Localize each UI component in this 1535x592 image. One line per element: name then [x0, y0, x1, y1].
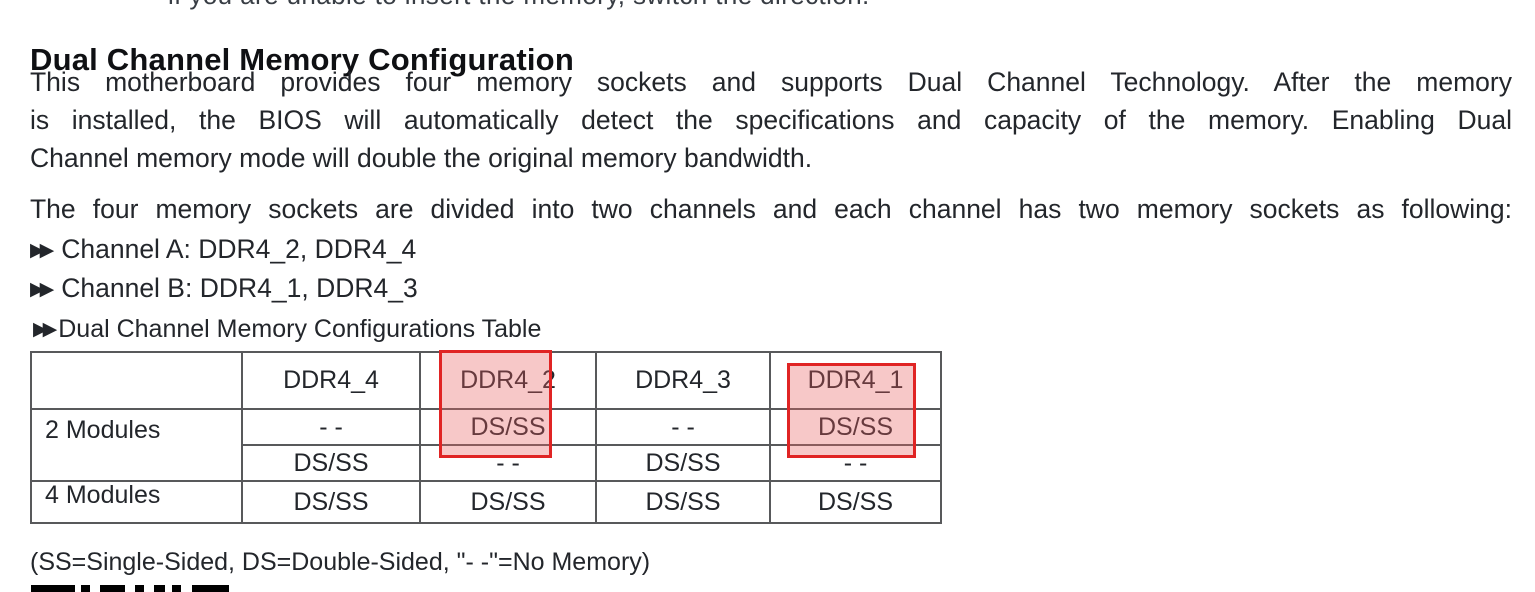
body-paragraph: This motherboard provides four memory so… [30, 63, 1512, 177]
cell-2mod-ddr4-1: DS/SS [769, 408, 942, 446]
cell-2mod2-ddr4-3: DS/SS [595, 444, 771, 482]
cutoff-graphic-bar [100, 585, 125, 592]
cell-2mod-ddr4-2: DS/SS [419, 408, 597, 446]
header-cell-ddr4-4: DDR4_4 [241, 351, 421, 410]
table-caption: Dual Channel Memory Configurations Table [58, 315, 542, 343]
double-arrow-icon: ▶▶ [30, 239, 54, 261]
cutoff-graphic-bar [31, 585, 75, 592]
cell-4mod-ddr4-1: DS/SS [769, 480, 942, 524]
table-row-2-modules-option1: 2 Modules - - DS/SS - - DS/SS [30, 408, 942, 482]
channel-b-label: Channel B: DDR4_1, DDR4_3 [61, 273, 418, 303]
paragraph-line: Channel memory mode will double the orig… [30, 143, 813, 173]
channel-a-item: ▶▶ Channel A: DDR4_2, DDR4_4 [30, 230, 416, 271]
header-cell-ddr4-3: DDR4_3 [595, 351, 771, 410]
table-row-4-modules: 4 Modules DS/SS DS/SS DS/SS DS/SS [30, 480, 942, 524]
double-arrow-icon: ▶▶ [33, 318, 57, 340]
channel-a-label: Channel A: DDR4_2, DDR4_4 [61, 234, 417, 264]
header-cell-ddr4-2: DDR4_2 [419, 351, 597, 410]
header-cell-empty [30, 351, 243, 410]
cell-2mod2-ddr4-2: - - [419, 444, 597, 482]
table-row-2-modules-option2: DS/SS - - DS/SS - - [31, 444, 942, 482]
paragraph-line: This motherboard provides four memory so… [30, 67, 1512, 97]
cell-4mod-ddr4-3: DS/SS [595, 480, 771, 524]
cutoff-graphic-bar [154, 585, 165, 592]
header-cell-ddr4-1: DDR4_1 [769, 351, 942, 410]
double-arrow-icon: ▶▶ [30, 278, 54, 300]
cell-2mod-ddr4-3: - - [595, 408, 771, 446]
row-label-2-modules: 2 Modules [30, 408, 243, 482]
cell-2mod2-ddr4-1: - - [769, 444, 942, 482]
table-legend: (SS=Single-Sided, DS=Double-Sided, "- -"… [30, 548, 651, 576]
cutoff-graphic-bar [192, 585, 229, 592]
row-label-4-modules: 4 Modules [30, 480, 243, 524]
paragraph-line: is installed, the BIOS will automaticall… [30, 105, 1512, 135]
cutoff-graphic-bar [135, 585, 144, 592]
cell-2mod2-ddr4-4: DS/SS [241, 444, 421, 482]
clipped-text-line: if you are unable to insert the memory, … [168, 0, 870, 11]
table-caption-line: ▶▶Dual Channel Memory Configurations Tab… [33, 310, 541, 350]
cell-2mod-ddr4-4: - - [241, 408, 421, 446]
cutoff-graphic-bar [172, 585, 181, 592]
cutoff-graphic-bar [81, 585, 90, 592]
channel-b-item: ▶▶ Channel B: DDR4_1, DDR4_3 [30, 269, 418, 310]
memory-config-table: DDR4_4 DDR4_2 DDR4_3 DDR4_1 2 Modules - … [30, 351, 942, 524]
cell-4mod-ddr4-4: DS/SS [241, 480, 421, 524]
table-header-row: DDR4_4 DDR4_2 DDR4_3 DDR4_1 [30, 351, 942, 410]
sockets-sentence: The four memory sockets are divided into… [30, 194, 1512, 224]
section-heading: Dual Channel Memory Configuration [30, 42, 574, 77]
cell-4mod-ddr4-2: DS/SS [419, 480, 597, 524]
